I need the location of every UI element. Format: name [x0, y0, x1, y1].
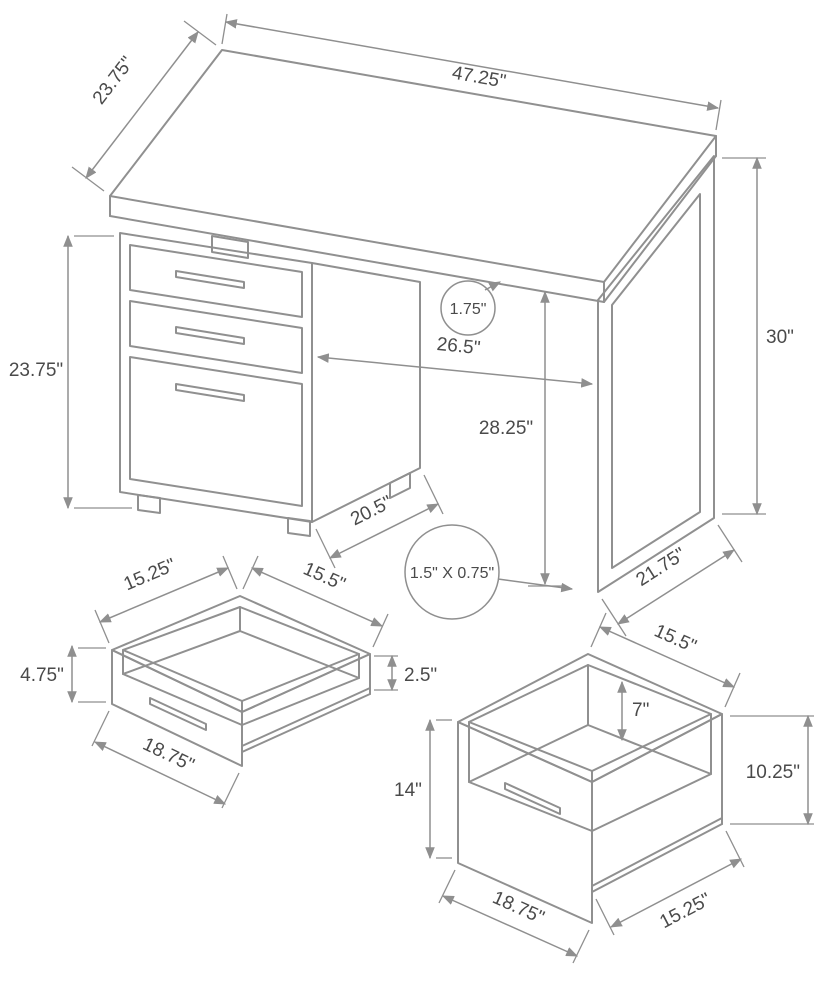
dim-knee-width: 26.5" — [316, 334, 594, 388]
dim-file-drawer-inner-depth: 7" — [617, 680, 649, 742]
dim-leg-depth: 21.75" — [601, 524, 743, 637]
small-drawer-drawing — [111, 595, 371, 767]
dim-cabinet-height-label: 23.75" — [9, 360, 63, 381]
dim-knee-width-label: 26.5" — [436, 334, 482, 359]
drawer-front-3 — [129, 356, 303, 507]
dim-desk-overall-height: 30" — [722, 156, 794, 516]
small-drawer-front-panel — [111, 649, 243, 767]
cabinet-side — [311, 262, 421, 523]
small-drawer-handle — [149, 697, 207, 731]
dim-file-drawer-bottom-depth: 15.25" — [595, 830, 745, 936]
drawer-cabinet — [119, 232, 421, 537]
dim-cabinet-height: 23.75" — [9, 234, 132, 510]
dim-file-drawer-front-width: 18.75" — [438, 869, 590, 964]
dim-top-thickness: 1.75" — [440, 280, 502, 336]
dim-leg-profile-label: 1.5" X 0.75" — [410, 565, 494, 582]
dim-clearance-height-label: 28.25" — [479, 418, 533, 439]
cabinet-front — [119, 232, 313, 523]
leg-inner — [611, 193, 701, 569]
cabinet-foot-left — [137, 494, 161, 514]
file-drawer-drawing — [457, 653, 723, 924]
drawer-handle-3 — [175, 383, 245, 402]
dim-top-thickness-label: 1.75" — [450, 301, 487, 318]
dim-clearance-height: 28.25" — [479, 290, 562, 587]
dim-leg-profile: 1.5" X 0.75" — [404, 524, 574, 620]
cabinet-foot-right — [287, 517, 311, 537]
dim-file-drawer-top-right-label: 15.5" — [651, 620, 699, 657]
dim-desk-top-width-label: 47.25" — [450, 63, 507, 93]
dim-file-drawer-top-right: 15.5" — [590, 612, 741, 708]
thickness-callout-circle — [440, 280, 496, 336]
file-drawer-rim-inner — [468, 664, 712, 772]
desk-top — [109, 49, 717, 303]
dim-file-drawer-front-width-label: 18.75" — [489, 887, 547, 928]
dim-file-drawer-side-height: 10.25" — [730, 714, 814, 826]
desk-drawing — [109, 49, 717, 593]
dim-file-drawer-inner-depth-label: 7" — [632, 700, 649, 721]
dim-cabinet-depth-label: 20.5" — [347, 492, 396, 530]
dim-small-drawer-front-height-label: 4.75" — [20, 665, 64, 686]
dim-file-drawer-front-height: 14" — [394, 718, 452, 860]
leg-frame — [597, 155, 715, 593]
drawer-front-2 — [129, 300, 303, 374]
dim-small-drawer-side-height-label: 2.5" — [404, 665, 437, 686]
dim-file-drawer-front-height-label: 14" — [394, 780, 422, 801]
dim-small-drawer-front-height: 4.75" — [20, 644, 106, 704]
dim-file-drawer-bottom-depth-label: 15.25" — [657, 889, 715, 933]
file-drawer-handle — [504, 782, 561, 815]
dim-small-drawer-top-right: 15.5" — [242, 555, 389, 648]
dim-desk-top-depth-label: 23.75" — [89, 53, 139, 109]
drawer-handle-2 — [175, 326, 245, 345]
file-drawer-front-panel — [457, 721, 593, 924]
file-drawer-bottom — [468, 724, 712, 832]
dim-desk-overall-height-label: 30" — [766, 327, 794, 348]
dim-file-drawer-side-height-label: 10.25" — [746, 762, 800, 783]
dim-small-drawer-top-right-label: 15.5" — [300, 558, 348, 595]
leg-profile-callout-circle — [404, 524, 500, 620]
dim-small-drawer-top-left: 15.25" — [94, 555, 238, 644]
dim-desk-top-width: 47.25" — [221, 13, 722, 131]
dim-small-drawer-front-width: 18.75" — [91, 710, 240, 809]
cabinet-foot-back — [389, 472, 411, 499]
drawer-front-1 — [129, 244, 303, 318]
dim-desk-top-depth: 23.75" — [71, 20, 217, 192]
dim-small-drawer-top-left-label: 15.25" — [121, 555, 179, 595]
dim-small-drawer-side-height: 2.5" — [374, 654, 437, 692]
drawer-handle-1 — [175, 270, 245, 289]
leg-outer — [597, 155, 715, 593]
